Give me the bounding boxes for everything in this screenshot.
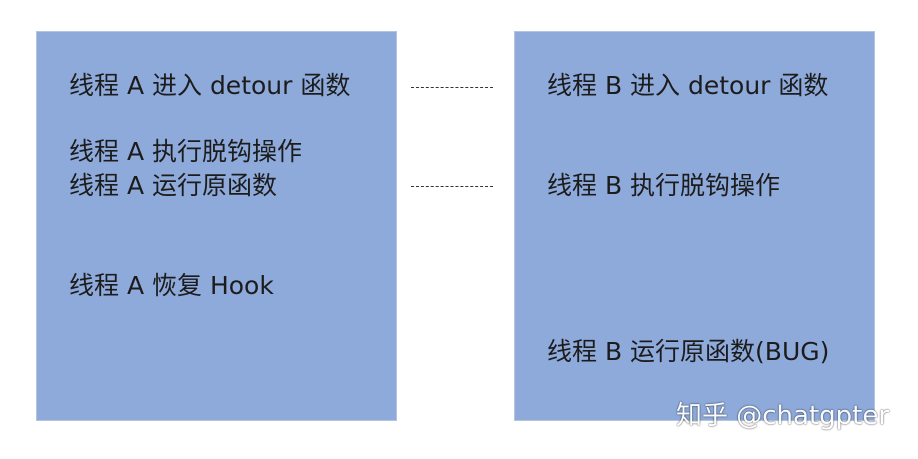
thread-a-step-unhook: 线程 A 执行脱钩操作 [69,137,302,166]
thread-a-step-call-original: 线程 A 运行原函数 [69,171,277,200]
thread-a-step-enter-detour: 线程 A 进入 detour 函数 [69,71,351,100]
thread-a-step-restore-hook: 线程 A 恢复 Hook [69,271,274,300]
sync-connector-unhook [411,186,493,187]
thread-b-step-call-original-bug: 线程 B 运行原函数(BUG) [547,337,830,366]
thread-b-step-enter-detour: 线程 B 进入 detour 函数 [547,71,829,100]
zhihu-watermark: 知乎 @chatgpter [676,401,890,431]
thread-b-panel: 线程 B 进入 detour 函数 线程 B 执行脱钩操作 线程 B 运行原函数… [514,31,875,421]
sync-connector-enter [411,87,493,88]
thread-a-panel: 线程 A 进入 detour 函数 线程 A 执行脱钩操作 线程 A 运行原函数… [36,31,397,421]
thread-b-step-unhook: 线程 B 执行脱钩操作 [547,171,781,200]
